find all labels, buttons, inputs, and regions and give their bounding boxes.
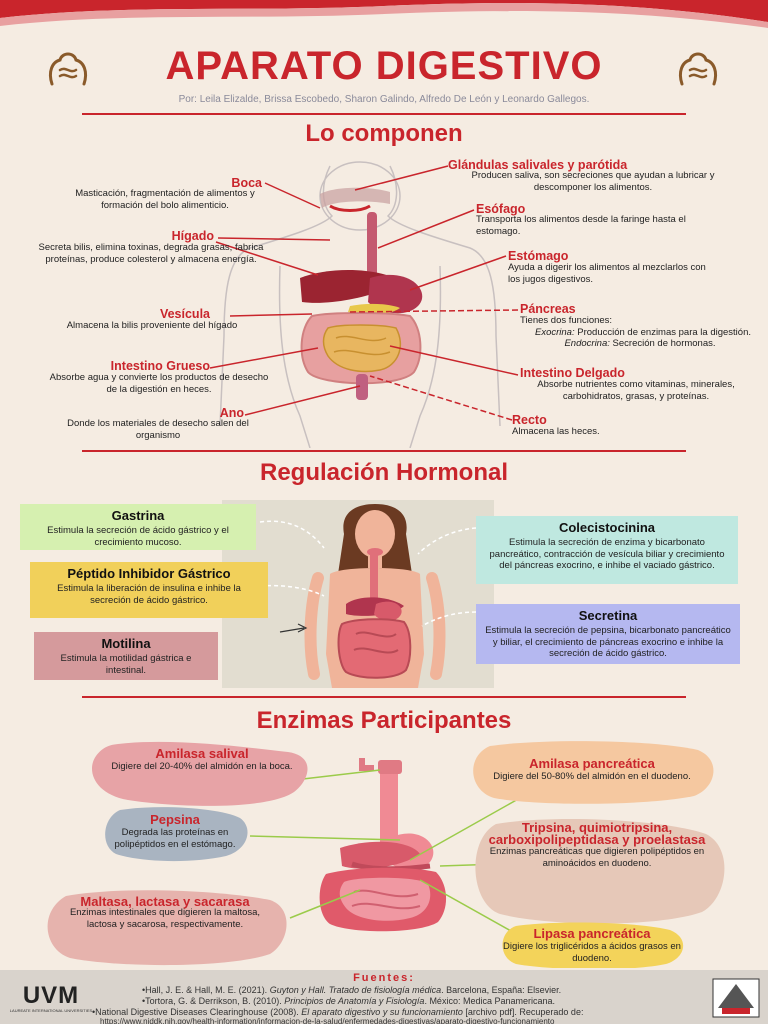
organ-desc-pancreas: Tienes dos funciones: Exocrina: Producci…: [520, 315, 760, 350]
organ-name-boca: Boca: [231, 176, 262, 190]
organ-desc-intestino-grueso: Absorbe agua y convierte los productos d…: [49, 372, 269, 395]
organ-name-intestino-grueso: Intestino Grueso: [110, 359, 210, 373]
header-wave-decoration: [0, 0, 768, 29]
page-title: APARATO DIGESTIVO: [165, 44, 603, 88]
enzyme-amilasa-salival: Amilasa salival Digiere del 20-40% del a…: [111, 746, 293, 772]
pancreas-endocrina: Endocrina: Secreción de hormonas.: [564, 338, 716, 349]
organ-desc-intestino-delgado: Absorbe nutrientes como vitaminas, miner…: [537, 379, 735, 402]
organ-name-intestino-delgado: Intestino Delgado: [520, 366, 625, 380]
organ-leader-lines: [209, 165, 519, 421]
hormone-arrows: [259, 520, 477, 633]
pancreas-exocrina: Exocrina: Producción de enzimas para la …: [535, 326, 751, 338]
divider: [82, 450, 686, 452]
section-title-componen: Lo componen: [305, 120, 463, 147]
organ-name-vesicula: Vesícula: [159, 307, 210, 321]
organ-desc-higado: Secreta bilis, elimina toxinas, degrada …: [38, 242, 264, 265]
organ-desc-esofago: Transporta los alimentos desde la faring…: [476, 214, 686, 237]
enzyme-tripsina: Tripsina, quimiotripsina, carboxipolipep…: [488, 820, 706, 869]
enzyme-amilasa-pancreatica: Amilasa pancreática Digiere del 50-80% d…: [493, 756, 691, 782]
footer: UVM LAUREATE INTERNATIONAL UNIVERSITIES …: [0, 970, 768, 1024]
blob-bg-amilasa-pancreatica: [473, 741, 714, 804]
digestive-system-illustration: [319, 758, 447, 932]
reference-list: •Hall, J. E. & Hall, M. E. (2021). Guyto…: [142, 985, 561, 1007]
crest-emblem: [712, 978, 760, 1018]
organ-name-esofago: Esófago: [476, 202, 526, 216]
reference-3: •National Digestive Diseases Clearinghou…: [92, 1007, 584, 1017]
organ-desc-estomago: Ayuda a digerir los alimentos al mezclar…: [508, 262, 706, 285]
organ-desc-vesicula: Almacena la bilis proveniente del hígado: [66, 320, 238, 331]
organ-name-glandulas: Glándulas salivales y parótida: [448, 158, 628, 172]
reference-1: •Hall, J. E. & Hall, M. E. (2021). Guyto…: [142, 985, 562, 995]
uvm-logo-subtitle: LAUREATE INTERNATIONAL UNIVERSITIES: [9, 1008, 93, 1013]
authors-line: Por: Leila Elizalde, Brissa Escobedo, Sh…: [178, 94, 590, 105]
pancreas-intro: Tienes dos funciones:: [520, 315, 613, 326]
intestine-icon: [48, 52, 88, 86]
intestine-icon-right: [678, 52, 718, 86]
blob-bg-lipasa: [502, 922, 683, 968]
hormone-card-peptido: Péptido Inhibidor Gástrico Estimula la l…: [30, 562, 268, 618]
organ-desc-boca: Masticación, fragmentación de alimentos …: [75, 188, 255, 211]
divider: [82, 113, 686, 115]
blob-bg-amilasa-salival: [91, 741, 308, 806]
organ-name-estomago: Estómago: [508, 249, 569, 263]
woman-anatomy-illustration: [304, 504, 446, 688]
organ-desc-recto: Almacena las heces.: [512, 426, 600, 437]
enzyme-lipasa: Lipasa pancreática Digiere los triglicér…: [503, 926, 681, 964]
hormone-card-colecistocinina: Colecistocinina Estimula la secreción de…: [476, 516, 738, 584]
references-title: Fuentes:: [353, 972, 415, 984]
divider: [82, 696, 686, 698]
organ-name-ano: Ano: [219, 406, 244, 420]
enzyme-maltasa: Maltasa, lactasa y sacarasa Enzimas inte…: [69, 894, 261, 930]
blob-bg-tripsina: [475, 819, 725, 924]
hormone-card-motilina: Motilina Estimula la motilidad gástrica …: [34, 632, 218, 680]
organ-desc-ano: Donde los materiales de desecho salen de…: [67, 418, 249, 441]
blob-bg-pepsina: [105, 807, 248, 862]
enzyme-pepsina: Pepsina Degrada las proteínas en polipép…: [114, 812, 236, 850]
uvm-logo: UVM: [22, 982, 80, 1009]
organ-name-pancreas: Páncreas: [520, 302, 576, 316]
reference-2: •Tortora, G. & Derrikson, B. (2010). Pri…: [142, 996, 555, 1006]
organ-name-recto: Recto: [512, 413, 547, 427]
section-title-regulacion: Regulación Hormonal: [259, 459, 509, 486]
organ-name-higado: Hígado: [171, 229, 214, 243]
blob-bg-maltasa: [47, 890, 287, 966]
hormone-card-gastrina: Gastrina Estimula la secreción de ácido …: [20, 504, 256, 550]
section-title-enzimas: Enzimas Participantes: [256, 707, 512, 734]
organ-desc-glandulas: Producen saliva, son secreciones que ayu…: [471, 170, 715, 193]
reference-3-url[interactable]: https://www.niddk.nih.gov/health-informa…: [100, 1017, 555, 1024]
hormone-card-secretina: Secretina Estimula la secreción de pepsi…: [476, 604, 740, 664]
